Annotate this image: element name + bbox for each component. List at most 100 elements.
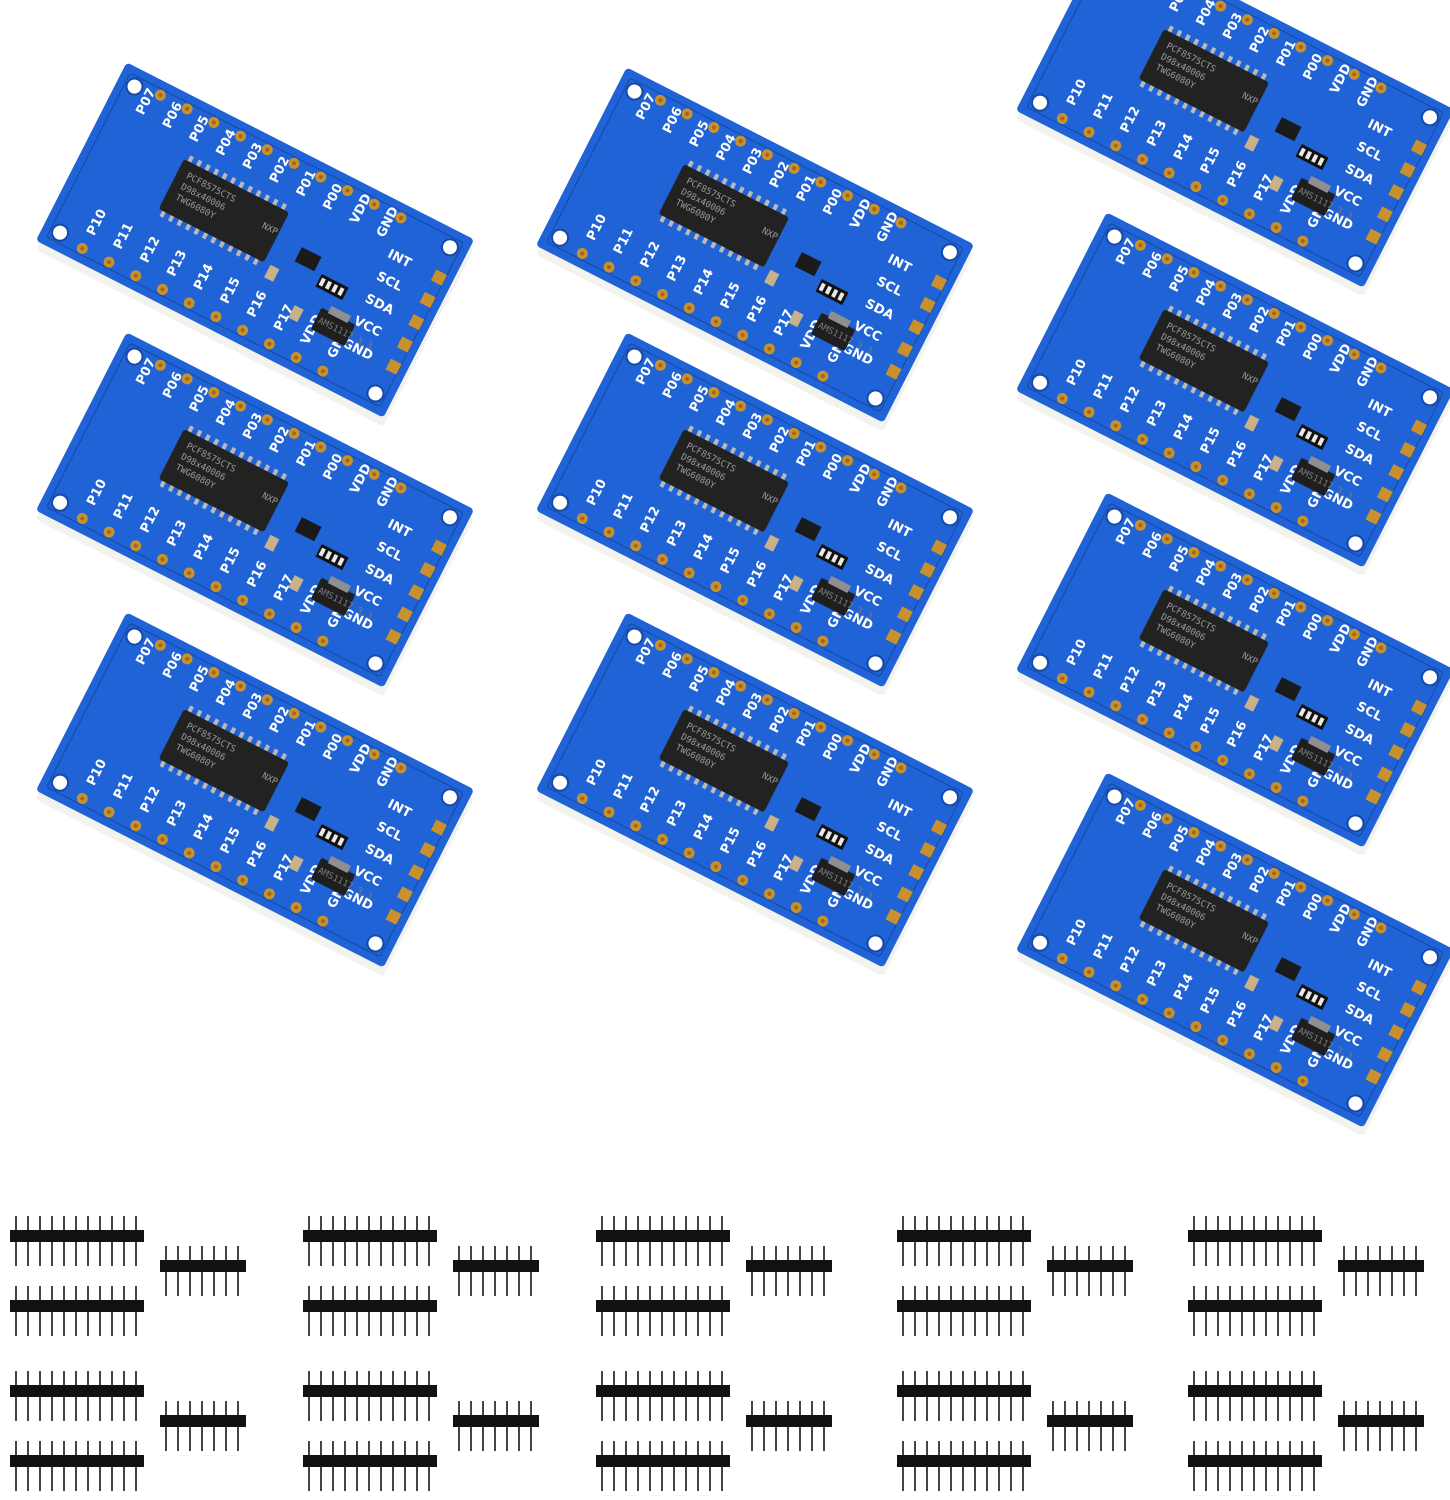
mounting-hole bbox=[125, 347, 144, 366]
regulator-tab bbox=[327, 575, 352, 593]
short-header-strip bbox=[453, 1246, 539, 1296]
header-plastic bbox=[1047, 1415, 1133, 1427]
resistor-array bbox=[1295, 144, 1329, 171]
pad-hole bbox=[292, 431, 297, 436]
short-header-strip bbox=[1338, 1246, 1424, 1296]
long-header-strip bbox=[1188, 1286, 1322, 1336]
solder-pad bbox=[385, 908, 402, 925]
pad-hole bbox=[1218, 564, 1223, 569]
pad-hole bbox=[713, 319, 718, 324]
resistor-element bbox=[324, 280, 333, 290]
pad-hole bbox=[320, 919, 325, 924]
solder-pad bbox=[885, 628, 902, 645]
solder-pad bbox=[930, 539, 948, 556]
header-plastic bbox=[453, 1260, 539, 1272]
pad-hole bbox=[398, 485, 403, 490]
pad-hole bbox=[265, 417, 270, 422]
regulator-tab bbox=[327, 855, 352, 873]
resistor-element bbox=[318, 547, 326, 557]
pad-hole bbox=[320, 639, 325, 644]
pad-hole bbox=[633, 823, 638, 828]
resistor-element bbox=[824, 285, 833, 295]
pad-hole bbox=[80, 516, 85, 521]
transistor bbox=[794, 517, 822, 542]
resistor-element bbox=[831, 288, 839, 298]
resistor-array bbox=[815, 279, 849, 306]
solder-pad bbox=[1388, 464, 1405, 481]
mounting-hole bbox=[551, 228, 570, 247]
resistor-element bbox=[831, 553, 839, 563]
mounting-hole bbox=[1346, 814, 1365, 833]
pad-hole bbox=[1191, 830, 1196, 835]
long-header-strip bbox=[596, 1441, 730, 1491]
header-set-9 bbox=[897, 1371, 1133, 1491]
header-plastic bbox=[160, 1260, 246, 1272]
pad-hole bbox=[1220, 198, 1225, 203]
solder-pad bbox=[385, 358, 402, 375]
mounting-hole bbox=[1105, 227, 1124, 246]
solder-pad bbox=[919, 561, 936, 578]
solder-pad bbox=[1410, 139, 1428, 156]
long-header-strip bbox=[10, 1371, 144, 1421]
resistor-element bbox=[1304, 990, 1313, 1000]
regulator-tab bbox=[827, 575, 852, 593]
pad-hole bbox=[687, 851, 692, 856]
pad-hole bbox=[898, 765, 903, 770]
resistor-element bbox=[837, 557, 845, 567]
pad-hole bbox=[687, 571, 692, 576]
pad-hole bbox=[738, 404, 743, 409]
pad-hole bbox=[1165, 816, 1170, 821]
resistor-element bbox=[1304, 430, 1313, 440]
solder-pad bbox=[1410, 699, 1428, 716]
board-3: P07P06P05P04P03P02P01P00VDDGNDP10P11P12P… bbox=[1017, 0, 1450, 296]
resistor-element bbox=[1298, 987, 1306, 997]
resistor-element bbox=[818, 547, 826, 557]
solder-pad bbox=[1399, 721, 1416, 738]
pad-hole bbox=[133, 543, 138, 548]
pad-hole bbox=[1138, 243, 1143, 248]
chip-body bbox=[159, 709, 289, 812]
solder-pad bbox=[408, 864, 425, 881]
regulator-tab bbox=[1307, 735, 1332, 753]
capacitor bbox=[788, 855, 804, 873]
resistor-element bbox=[831, 833, 839, 843]
regulator-tab bbox=[327, 305, 352, 323]
pad-hole bbox=[711, 390, 716, 395]
chip-body bbox=[1139, 29, 1269, 132]
pad-hole bbox=[1378, 365, 1383, 370]
solder-pad bbox=[1365, 228, 1382, 245]
pad-hole bbox=[213, 864, 218, 869]
pad-hole bbox=[1193, 184, 1198, 189]
capacitor bbox=[1268, 455, 1284, 473]
pad-hole bbox=[294, 355, 299, 360]
pad-hole bbox=[711, 670, 716, 675]
pad-hole bbox=[267, 611, 272, 616]
pad-hole bbox=[345, 738, 350, 743]
pad-hole bbox=[767, 611, 772, 616]
solder-pad bbox=[1410, 979, 1428, 996]
mounting-hole bbox=[866, 934, 885, 953]
pad-hole bbox=[820, 374, 825, 379]
solder-pad bbox=[896, 606, 913, 623]
solder-pad bbox=[919, 841, 936, 858]
pad-hole bbox=[898, 220, 903, 225]
chip-body bbox=[159, 159, 289, 262]
header-plastic bbox=[897, 1385, 1031, 1397]
pad-hole bbox=[294, 905, 299, 910]
pad-hole bbox=[818, 724, 823, 729]
pad-hole bbox=[818, 179, 823, 184]
short-header-strip bbox=[746, 1401, 832, 1451]
header-plastic bbox=[897, 1300, 1031, 1312]
pad-hole bbox=[1325, 58, 1330, 63]
pad-hole bbox=[738, 684, 743, 689]
pad-hole bbox=[1113, 983, 1118, 988]
pad-hole bbox=[1272, 591, 1277, 596]
solder-pad bbox=[896, 341, 913, 358]
pad-hole bbox=[398, 765, 403, 770]
regulator-body bbox=[1291, 738, 1335, 776]
